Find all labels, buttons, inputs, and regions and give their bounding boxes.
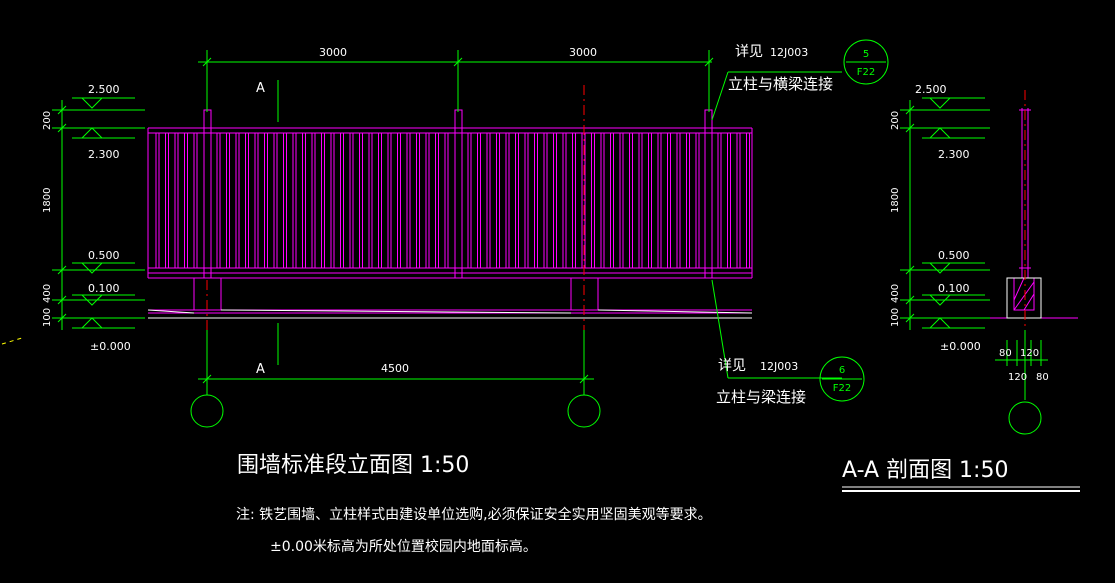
section-vdim-100: 100 [890,308,901,327]
callout-bottom-num: 6 [839,365,845,376]
callout-bottom-code: 12J003 [760,360,798,373]
section-dim-80-left: 80 [999,348,1012,359]
dim-3000-left: 3000 [319,46,347,59]
section-level-0000: ±0.000 [940,340,981,353]
section-base [1006,277,1042,319]
section-graphics [985,108,1078,319]
level-0000: ±0.000 [90,340,131,353]
elevation-title: 围墙标准段立面图 1:50 [237,453,469,478]
vdim-400: 400 [42,284,53,303]
titles: 围墙标准段立面图 1:50 A-A 剖面图 1:50 [237,453,1008,483]
stray-mark [1,337,23,345]
axis-lines [206,85,585,330]
callout-top-text: 立柱与横梁连接 [728,75,833,93]
section-dim-80-right: 80 [1036,372,1049,383]
section-title: A-A 剖面图 1:50 [842,458,1008,483]
section-level-2300: 2.300 [938,148,970,161]
fence-elevation [147,109,753,279]
section-dim-120-top: 120 [1020,348,1039,359]
section-level-0500: 0.500 [938,249,970,262]
callout-top-label: 详见 [735,44,763,60]
section-vdim-200: 200 [890,111,901,130]
level-2300: 2.300 [88,148,120,161]
section-mark-a-bottom: A [256,362,265,377]
dim-3000-right: 3000 [569,46,597,59]
section-level-0100: 0.100 [938,282,970,295]
section-level-2500: 2.500 [915,83,947,96]
note-line-2: ±0.00米标高为所处位置校园内地面标高。 [270,538,537,555]
title-underlines [842,486,1080,492]
section-vdim-1800: 1800 [890,188,901,213]
level-2500: 2.500 [88,83,120,96]
note-line-1: 注: 铁艺围墙、立柱样式由建设单位选购,必须保证安全实用坚固美观等要求。 [236,506,712,523]
callout-top-num: 5 [863,49,869,60]
dim-4500: 4500 [381,362,409,375]
section-dim-120-bottom: 120 [1008,372,1027,383]
fence-pickets [155,133,750,268]
callout-top-sheet: F22 [857,67,875,78]
vdim-1800: 1800 [42,188,53,213]
section-labels: 2.500 2.300 0.500 0.100 ±0.000 200 1800 … [890,83,1049,383]
section-vdim-400: 400 [890,284,901,303]
vdim-100: 100 [42,308,53,327]
base-wall [147,278,753,319]
callout-bottom-sheet: F22 [833,383,851,394]
callout-labels: 详见 12J003 立柱与横梁连接 5 F22 详见 12J003 立柱与梁连接… [716,44,875,406]
callout-bottom-label: 详见 [718,358,746,374]
vdim-200: 200 [42,111,53,130]
callout-top-code: 12J003 [770,46,808,59]
elevation-labels: 3000 3000 4500 A A 2.500 2.300 0.500 0.1… [42,46,597,377]
section-mark-a-top: A [256,81,265,96]
section-dimensions [900,97,1048,435]
elevation-dimensions [52,50,714,428]
callout-lines [711,39,889,402]
notes: 注: 铁艺围墙、立柱样式由建设单位选购,必须保证安全实用坚固美观等要求。 ±0.… [236,506,712,555]
callout-bottom-text: 立柱与梁连接 [716,388,806,406]
level-0500: 0.500 [88,249,120,262]
level-0100: 0.100 [88,282,120,295]
